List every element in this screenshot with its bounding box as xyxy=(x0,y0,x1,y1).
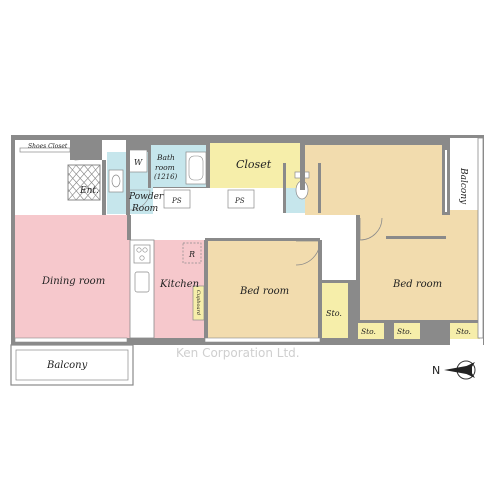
refrigerator-icon xyxy=(182,242,202,264)
watermark: Ken Corporation Ltd. xyxy=(176,346,300,360)
kitchen-sink-icon xyxy=(134,271,150,293)
closet-label: Closet xyxy=(236,158,272,171)
ps-label-1: PS xyxy=(171,197,182,205)
bedroom-1-door xyxy=(295,240,321,266)
bath-room-label: room xyxy=(155,163,175,172)
north-label: N xyxy=(432,364,440,377)
storage-2-floor xyxy=(358,323,384,339)
balcony-right-label: Balcony xyxy=(458,167,468,205)
powder-door xyxy=(129,189,151,211)
refrigerator-label: R xyxy=(188,250,195,259)
storage-1-floor xyxy=(322,283,348,338)
north-arrow-icon: N xyxy=(432,360,476,380)
dining-room-label: Dining room xyxy=(41,276,105,287)
shoes-closet-shelf xyxy=(19,147,71,153)
bath-label: Bath xyxy=(156,153,175,162)
bedroom-2-label: Bed room xyxy=(392,279,442,290)
ps-box-2 xyxy=(227,189,255,209)
storage-2-label: Sto. xyxy=(361,327,376,336)
powder-sink-icon xyxy=(108,169,124,193)
washer-label: W xyxy=(134,158,143,167)
shoes-closet-floor xyxy=(15,140,70,215)
storage-3-label: Sto. xyxy=(397,327,412,336)
balcony-right-railing xyxy=(477,137,484,339)
shoes-closet-label: Shoes Closet xyxy=(28,143,68,150)
cupboard-label: Cupboard xyxy=(195,290,201,315)
storage-4-floor xyxy=(450,323,480,339)
storage-4-label: Sto. xyxy=(456,327,471,336)
fixtures xyxy=(14,138,480,343)
entrance-label: Ent. xyxy=(79,186,99,196)
entrance-door xyxy=(74,139,98,161)
bath-size-label: (1216) xyxy=(154,173,178,181)
room-labels: Shoes Closet Ent. W Bath room (1216) Pow… xyxy=(28,143,471,371)
ps-box-1 xyxy=(163,189,191,209)
bedroom-2-door xyxy=(359,217,383,241)
balcony-left-label: Balcony xyxy=(46,360,88,371)
kitchen-label: Kitchen xyxy=(159,279,199,290)
balcony-left xyxy=(10,344,134,386)
bedroom-2-floor xyxy=(305,145,445,215)
bedroom-2-floor-lower xyxy=(356,210,480,322)
powder-room-label-1: Powder xyxy=(128,192,164,202)
closet-floor xyxy=(210,143,303,188)
stove-icon xyxy=(133,244,151,264)
storage-1-label: Sto. xyxy=(326,309,342,318)
ps-label-2: PS xyxy=(234,197,245,205)
bedroom-1-floor xyxy=(205,240,320,338)
storage-3-floor xyxy=(394,323,420,339)
powder-room-label-2: Room xyxy=(131,204,158,214)
dining-room-floor xyxy=(15,215,127,338)
bedroom-1-label: Bed room xyxy=(239,286,289,297)
